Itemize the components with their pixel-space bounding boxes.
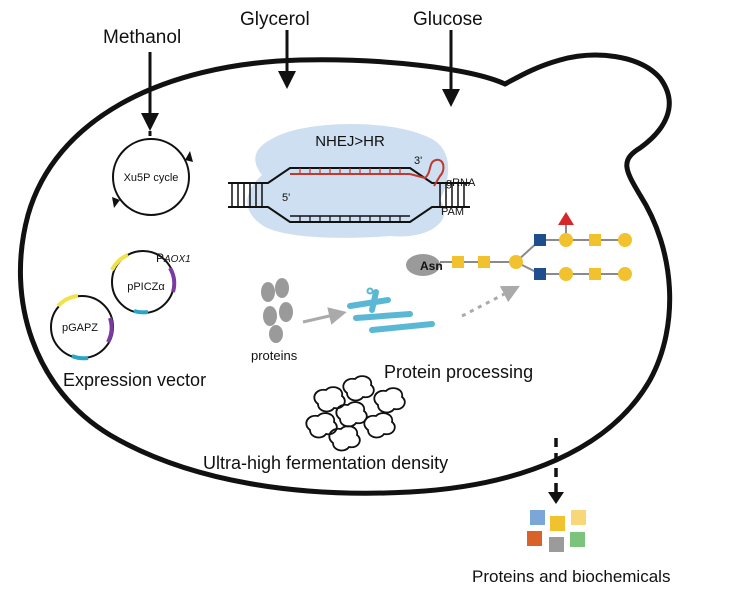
yeast-cell-outline — [17, 52, 673, 496]
plasmid-ppicz-label: pPICZα — [127, 281, 165, 293]
asn-label: Asn — [420, 259, 443, 273]
proteins-label: proteins — [251, 348, 298, 363]
proteins-arrow — [302, 307, 347, 325]
processing-dotted-arrow — [461, 285, 520, 318]
editing-highlight — [247, 123, 449, 238]
output-tiles — [527, 510, 586, 552]
expression-vectors: pPICZα PAOX1 pGAPZ Expression vector — [50, 250, 206, 390]
yeast-cells-cluster — [305, 375, 406, 452]
five-prime-label: 5' — [282, 192, 290, 204]
expression-vector-caption: Expression vector — [63, 370, 206, 390]
output-arrowhead — [548, 492, 564, 504]
plasmid-pgapz-label: pGAPZ — [62, 322, 98, 334]
xu5p-cycle: Xu5P cycle — [112, 138, 193, 216]
processed-protein — [347, 287, 435, 333]
grna-label: gRNA — [446, 177, 476, 189]
grna-hairpin — [409, 158, 445, 187]
methanol-label: Methanol — [103, 27, 181, 48]
three-prime-label: 3' — [414, 155, 422, 167]
xu5p-cycle-label: Xu5P cycle — [124, 172, 179, 184]
glycan-structure: Asn — [406, 212, 632, 281]
glucose-label: Glucose — [413, 9, 483, 30]
pam-label: PAM — [441, 206, 464, 218]
output-caption: Proteins and biochemicals — [472, 567, 670, 586]
asn-blob — [406, 254, 440, 276]
glycerol-label: Glycerol — [240, 9, 310, 30]
promoter-label: PAOX1 — [156, 251, 191, 265]
proteins-cluster — [261, 278, 293, 343]
fermentation-caption: Ultra-high fermentation density — [203, 453, 448, 473]
protein-processing-caption: Protein processing — [384, 362, 533, 382]
editing-title: NHEJ>HR — [315, 133, 385, 150]
genome-editing: NHEJ>HR — [228, 123, 476, 238]
